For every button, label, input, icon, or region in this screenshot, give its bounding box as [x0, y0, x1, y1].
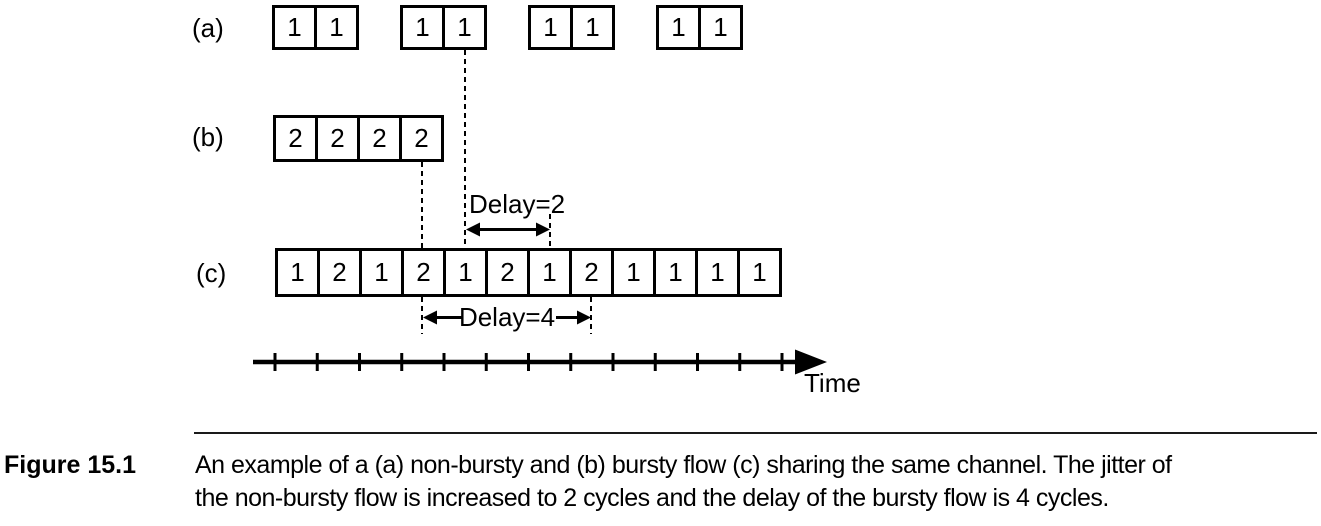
flit-cell: 2 [399, 115, 444, 162]
row-b-burst: 2 2 2 2 [273, 115, 444, 162]
row-a-group-4: 1 1 [656, 5, 743, 50]
flit-cell: 1 [527, 248, 572, 297]
flit-cell: 2 [273, 115, 318, 162]
flit-cell: 1 [359, 248, 404, 297]
row-c-label: (c) [196, 258, 227, 288]
row-a-group-3: 1 1 [528, 5, 615, 50]
flit-cell: 2 [315, 115, 360, 162]
flit-cell: 1 [698, 5, 743, 50]
flit-cell: 1 [737, 248, 782, 297]
figure-caption-text-line2: the non-bursty flow is increased to 2 cy… [195, 484, 1109, 512]
row-a-label: (a) [192, 13, 224, 43]
delay2-label: Delay=2 [469, 189, 566, 219]
row-b-label: (b) [192, 122, 224, 152]
flit-cell: 1 [695, 248, 740, 297]
flit-cell: 1 [275, 248, 320, 297]
time-axis [253, 349, 827, 375]
delay4-annotation: Delay=4 [423, 304, 591, 330]
flit-cell: 1 [611, 248, 656, 297]
delay2-arrow [466, 222, 550, 237]
flit-cell: 1 [400, 5, 445, 50]
figure-caption-text-line1: An example of a (a) non-bursty and (b) b… [195, 451, 1172, 479]
flit-cell: 1 [570, 5, 615, 50]
flit-cell: 2 [317, 248, 362, 297]
figure-caption-number: Figure 15.1 [4, 451, 136, 479]
flit-cell: 1 [656, 5, 701, 50]
flit-cell: 1 [442, 5, 487, 50]
flit-cell: 2 [401, 248, 446, 297]
row-c-channel: 1 2 1 2 1 2 1 2 1 1 1 1 [275, 248, 782, 297]
flit-cell: 2 [485, 248, 530, 297]
flit-cell: 1 [528, 5, 573, 50]
flit-cell: 1 [272, 5, 317, 50]
caption-separator-rule [194, 432, 1317, 434]
flit-cell: 2 [569, 248, 614, 297]
flit-cell: 1 [443, 248, 488, 297]
time-axis-label: Time [804, 368, 861, 398]
flit-cell: 1 [314, 5, 359, 50]
flit-cell: 1 [653, 248, 698, 297]
row-a-group-2: 1 1 [400, 5, 487, 50]
flit-cell: 2 [357, 115, 402, 162]
delay4-label: Delay=4 [458, 302, 556, 332]
row-a-group-1: 1 1 [272, 5, 359, 50]
time-axis-ticks [273, 353, 784, 371]
